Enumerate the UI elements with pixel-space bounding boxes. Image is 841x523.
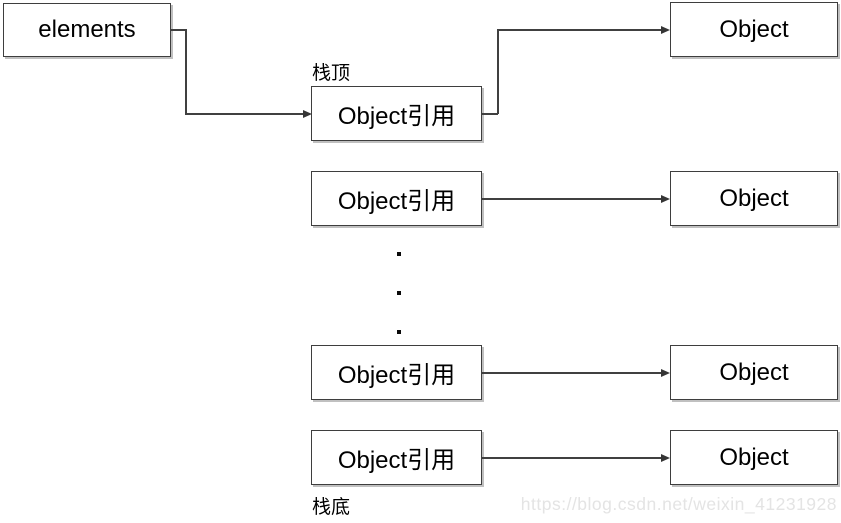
object-box-1-label: Object <box>719 15 789 43</box>
arrowhead-icon <box>661 369 670 377</box>
object-box-2: Object <box>670 171 838 226</box>
object-box-4: Object <box>670 430 838 485</box>
stack-bottom-label: 栈底 <box>312 497 351 518</box>
connector-segment <box>185 113 303 115</box>
object-ref-box-2-label: Object引用 <box>337 188 456 215</box>
object-ref-box-2: Object引用 <box>311 171 482 226</box>
elements-box-label: elements <box>38 16 136 43</box>
connector-segment <box>482 372 661 374</box>
object-ref-box-1: Object引用 <box>311 86 482 141</box>
connector-segment <box>482 198 661 200</box>
elements-box: elements <box>3 3 171 57</box>
connector-segment <box>185 29 187 114</box>
arrowhead-icon <box>661 26 670 34</box>
arrowhead-icon <box>661 454 670 462</box>
object-box-2-label: Object <box>719 184 789 212</box>
watermark-url: https://blog.csdn.net/weixin_41231928 <box>520 494 837 514</box>
object-box-4-label: Object <box>719 443 789 471</box>
connector-segment <box>482 457 661 459</box>
arrowhead-icon <box>303 110 312 118</box>
object-box-3-label: Object <box>719 358 789 386</box>
stack-top-label: 栈顶 <box>312 63 351 84</box>
ellipsis-dot <box>397 291 401 295</box>
ellipsis-dot <box>397 330 401 334</box>
connector-segment <box>171 29 186 31</box>
object-box-1: Object <box>670 2 838 57</box>
object-ref-box-3-label: Object引用 <box>337 362 456 389</box>
object-ref-box-1-label: Object引用 <box>337 103 456 130</box>
ellipsis-dot <box>397 252 401 256</box>
object-ref-box-4-label: Object引用 <box>337 447 456 474</box>
connector-segment <box>497 29 661 31</box>
object-ref-box-4: Object引用 <box>311 430 482 485</box>
object-box-3: Object <box>670 345 838 400</box>
object-ref-box-3: Object引用 <box>311 345 482 400</box>
arrowhead-icon <box>661 195 670 203</box>
connector-segment <box>497 29 499 114</box>
connector-segment <box>482 113 498 115</box>
